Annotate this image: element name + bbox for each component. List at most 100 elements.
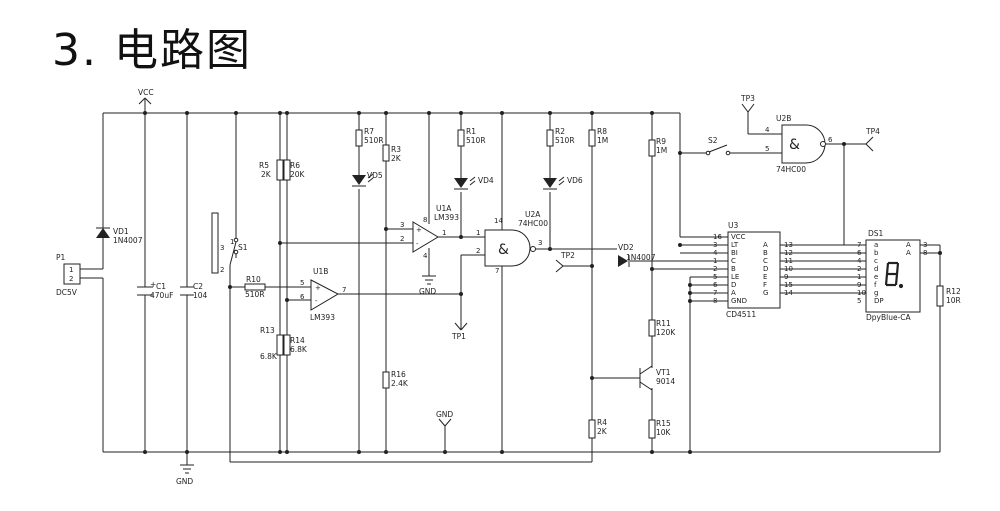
ds1-pin-number: 6: [857, 249, 862, 257]
label-minus: -: [416, 240, 419, 248]
label-gnd: GND: [176, 477, 193, 486]
label-plus: +: [315, 284, 321, 292]
label-gnd: GND: [419, 287, 436, 296]
seven-segment-display-ds1: [865, 239, 921, 313]
u3-pin-name: B: [731, 265, 736, 273]
label-pin: 2: [400, 235, 404, 243]
u3-pin-number: 13: [784, 241, 793, 249]
label-pin: 2: [220, 266, 224, 274]
u3-pin-number: 14: [784, 289, 793, 297]
label-pin: 7: [342, 286, 346, 294]
resistor-r13: [276, 334, 284, 356]
u3-pin-number: 3: [713, 241, 717, 249]
label-c1-plus: +: [150, 280, 156, 289]
label-r12: R12: [946, 287, 961, 296]
ds1-pin-name: DP: [874, 297, 884, 305]
label-p1: P1: [56, 253, 66, 262]
resistor-r6: [283, 159, 291, 181]
label-r13: R13: [260, 326, 275, 335]
ds1-pin-name: b: [874, 249, 879, 257]
junction-dots: [143, 111, 942, 454]
ds1-pin-number: 4: [857, 257, 862, 265]
u3-pin-number: 10: [784, 265, 793, 273]
u3-pin-name: C: [763, 257, 768, 265]
resistor-r1: [457, 129, 465, 147]
label-pin: 8: [423, 216, 427, 224]
label-r15-value: 10K: [656, 428, 672, 437]
label-p1-value: DC5V: [56, 288, 78, 297]
label-vd4: VD4: [478, 176, 494, 185]
ds1-pin-number: 8: [923, 249, 927, 257]
label-pin: 14: [494, 217, 503, 225]
ds1-pin-name: g: [874, 289, 878, 297]
ground-symbols: [138, 97, 452, 474]
label-r2-value: 510R: [555, 136, 575, 145]
label-pin: 4: [765, 126, 770, 134]
ds1-pin-name: e: [874, 273, 878, 281]
nand-gate-u2a: [484, 229, 531, 267]
label-c1: C1: [156, 282, 166, 291]
label-vd1-value: 1N4007: [113, 236, 143, 245]
ds1-pin-number: 3: [923, 241, 927, 249]
label-minus: -: [315, 297, 318, 305]
resistor-r11: [648, 319, 656, 337]
label-c2-value: 104: [193, 291, 208, 300]
label-vd6: VD6: [567, 176, 583, 185]
label-r6-value: 20K: [290, 170, 306, 179]
resistor-r7: [355, 129, 363, 147]
resistor-r8: [588, 129, 596, 147]
capacitor-c1: [137, 286, 153, 296]
label-r3: R3: [391, 145, 401, 154]
comparator-u1a: [412, 221, 439, 253]
label-r11-value: 120K: [656, 328, 676, 337]
label-r9-value: 1M: [656, 146, 667, 155]
u3-pin-name: F: [763, 281, 767, 289]
label-u1b-value: LM393: [310, 313, 335, 322]
resistor-r5: [276, 159, 284, 181]
label-pin: 1: [230, 238, 234, 246]
ds1-pin-name: A: [906, 241, 911, 249]
label-r16-value: 2.4K: [391, 379, 409, 388]
test-point-tp4: [865, 136, 874, 152]
comparator-u1b: [310, 279, 340, 311]
ds1-pin-number: 1: [857, 273, 861, 281]
label-s2: S2: [708, 136, 718, 145]
label-pin: 7: [495, 267, 499, 275]
u3-pin-name: LT: [731, 241, 739, 249]
u3-pin-number: 5: [713, 273, 717, 281]
diode-vd1: [96, 227, 110, 238]
label-vd1: VD1: [113, 227, 129, 236]
label-r5: R5: [259, 161, 269, 170]
label-c1-value: 470uF: [150, 291, 173, 300]
label-r1-value: 510R: [466, 136, 486, 145]
label-r8-value: 1M: [597, 136, 608, 145]
resistor-r14: [283, 334, 291, 356]
label-u3-value: CD4511: [726, 310, 756, 319]
label-pin: 2: [476, 247, 480, 255]
switch-s1: [211, 212, 239, 274]
label-r12-value: 10R: [946, 296, 961, 305]
resistor-r15: [648, 419, 656, 439]
page-title: 3. 电路图: [52, 25, 252, 76]
switch-s2: [705, 144, 731, 156]
resistor-r4: [588, 419, 596, 439]
ds1-pin-number: 5: [857, 297, 861, 305]
ic-u3-cd4511: [727, 231, 781, 309]
label-tp2: TP2: [560, 251, 575, 260]
label-r15: R15: [656, 419, 671, 428]
label-r3-value: 2K: [391, 154, 402, 163]
connector-p1: [63, 263, 81, 285]
label-r5-value: 2K: [261, 170, 272, 179]
label-r2: R2: [555, 127, 565, 136]
ds1-pin-number: 9: [857, 281, 861, 289]
label-u1a: U1A: [436, 204, 452, 213]
label-pin: 3: [220, 244, 224, 252]
label-r7: R7: [364, 127, 374, 136]
label-pin: 2: [69, 275, 73, 283]
resistor-r2: [546, 129, 554, 147]
ds1-pin-name: A: [906, 249, 911, 257]
test-point-tp3: [741, 103, 755, 113]
u3-pin-number: 4: [713, 249, 718, 257]
